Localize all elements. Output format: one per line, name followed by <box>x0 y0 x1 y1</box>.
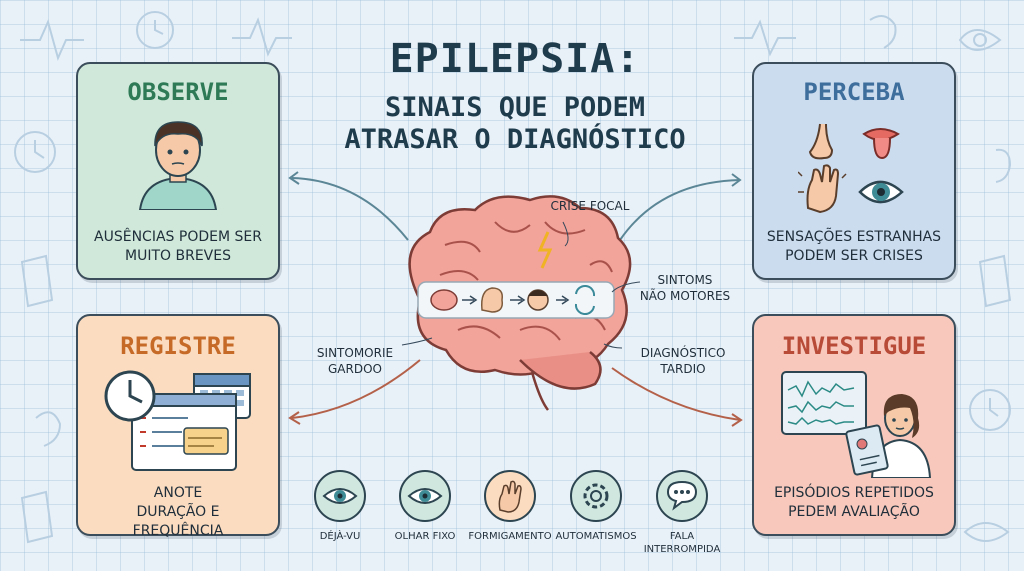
pulse-icon <box>232 17 292 57</box>
clock-icon <box>104 370 156 422</box>
card-investigue-title: INVESTIGUE <box>781 332 927 360</box>
pulse-icon <box>734 19 796 57</box>
symptom-formigamento-label: FORMIGAMENTO <box>468 531 552 542</box>
card-perceba-title: PERCEBA <box>803 78 905 106</box>
eye-icon <box>399 470 451 522</box>
document-icon <box>20 490 54 544</box>
symptom-automatismos-label: AUTOMATISMOS <box>555 531 637 542</box>
symptom-interrompida-label: INTERROMPIDA <box>643 544 721 555</box>
page-subtitle-line1: SINAIS QUE PODEM <box>384 92 646 123</box>
card-registre-title: REGISTRE <box>120 332 236 360</box>
page-subtitle-line2: ATRASAR O DIAGNÓSTICO <box>344 124 686 155</box>
doctor-eeg-icons <box>781 371 932 478</box>
eye-icon <box>963 522 1010 542</box>
ear-icon <box>35 411 62 447</box>
nose-icon <box>808 123 834 160</box>
arrows <box>288 171 742 241</box>
label-crise-focal: CRISE FOCAL <box>550 199 630 213</box>
card-registre-text: ANOTE DURAÇÃO E FREQUÊNCIA <box>132 485 224 539</box>
eye-pupil-icon <box>973 33 987 47</box>
label-sintoms: SINTOMS <box>657 273 713 287</box>
ear-icon <box>869 15 897 49</box>
card-observe: OBSERVE AUSÊNCIAS PODEM SER MUITO BREVES <box>76 62 280 280</box>
head-profile-icon <box>480 287 504 313</box>
card-perceba-text: SENSAÇÕES ESTRANHAS PODEM SER CRISES <box>766 229 942 264</box>
brain-stem <box>530 371 549 411</box>
clock-icon <box>14 131 56 173</box>
card-investigue: INVESTIGUE EPISÓDIOS REPETIDOS PEDEM AVA… <box>752 314 956 536</box>
senses-icons <box>798 123 904 214</box>
hand-icon <box>798 164 847 214</box>
clock-hand-icon <box>34 140 45 159</box>
card-observe-title: OBSERVE <box>127 78 229 106</box>
arrow-to-investigue <box>611 367 741 421</box>
brain-illustration <box>408 195 632 411</box>
ear-icon <box>995 148 1012 183</box>
decor-icons <box>14 11 1012 544</box>
log-icons <box>104 370 251 471</box>
page-title: EPILEPSIA: <box>389 36 641 82</box>
pulse-icon <box>20 19 84 61</box>
clock-hand-icon <box>154 20 164 35</box>
cerebellum-shape <box>519 351 602 390</box>
document-icon <box>978 254 1012 308</box>
clock-icon <box>969 389 1011 431</box>
label-tardio: TARDIO <box>660 362 706 376</box>
person-icon <box>138 121 218 210</box>
label-nao-motores: NÃO MOTORES <box>639 289 731 303</box>
clipboard-icon <box>845 424 889 476</box>
sticky-note-icon <box>183 427 229 455</box>
symptom-deja-vu <box>312 468 368 524</box>
arrow-to-observe <box>291 177 409 241</box>
card-perceba: PERCEBA SENSAÇÕES ESTRANHAS PODEM SER CR… <box>752 62 956 280</box>
monitor-eeg-icon <box>781 371 867 435</box>
card-observe-text: AUSÊNCIAS PODEM SER MUITO BREVES <box>94 229 262 264</box>
arrow-head <box>288 411 301 425</box>
refresh-icon <box>574 285 596 315</box>
arrow-to-perceba <box>619 179 741 241</box>
speech-bubble-icon <box>656 470 708 522</box>
lightning-icon <box>537 231 553 269</box>
arrow-head <box>731 173 742 187</box>
clock-hand-icon <box>989 398 999 417</box>
clock-icon <box>136 11 174 49</box>
tongue-icon <box>862 128 900 160</box>
arrow-head <box>731 413 743 427</box>
card-investigue-text: EPISÓDIOS REPETIDOS PEDEM AVALIAÇÃO <box>774 485 934 520</box>
eye-icon <box>314 470 366 522</box>
gear-icon <box>570 470 622 522</box>
document-icon <box>20 254 54 308</box>
symptom-formigamento <box>482 468 538 524</box>
symptom-olhar-fixo-label: OLHAR FIXO <box>394 531 456 542</box>
hand-icon <box>484 470 536 522</box>
mini-brain-icon <box>430 289 458 311</box>
arrows-red <box>288 359 743 427</box>
symptom-fala-label: FALA <box>669 531 695 542</box>
label-sintomorie: SINTOMORIE <box>316 346 394 360</box>
symptom-fala-interrompida <box>654 468 710 524</box>
symptom-olhar-fixo <box>397 468 453 524</box>
eye-icon <box>858 180 904 204</box>
eye-icon <box>958 29 1002 51</box>
card-registre: REGISTRE ANOTE DURAÇÃO E FREQUÊNCIA <box>76 314 280 539</box>
notebook-icon <box>131 393 237 471</box>
symptom-deja-vu-label: DÉJÀ-VU <box>319 531 361 542</box>
arrow-to-registre <box>291 359 421 419</box>
label-diagnostico: DIAGNÓSTICO <box>640 346 726 360</box>
arrow-head <box>288 171 300 185</box>
symptom-automatismos <box>568 468 624 524</box>
label-gardoo: GARDOO <box>328 362 382 376</box>
